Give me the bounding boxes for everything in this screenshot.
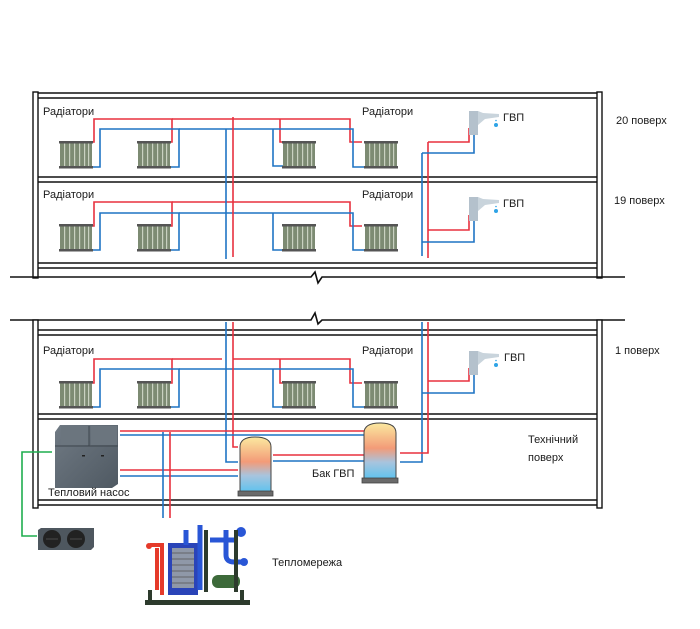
label-radiators-f1-left: Радіатори [43, 345, 94, 357]
radiator [59, 224, 93, 252]
floor-19-heating [59, 201, 398, 252]
left-column [32, 91, 39, 279]
faucet-icon [469, 111, 499, 135]
radiator [282, 224, 316, 252]
dhw-return-riser-lower [400, 322, 423, 463]
radiator [364, 141, 398, 169]
radiator [282, 381, 316, 409]
dhw-supply-riser-lower [400, 322, 429, 454]
dhw-tank [361, 422, 399, 484]
radiator [282, 141, 316, 169]
heat-substation-icon [145, 525, 250, 605]
heating-supply-riser-lower [232, 322, 238, 448]
dry-cooler [38, 528, 94, 550]
label-dhw-f1: ГВП [504, 352, 525, 364]
heating-return-riser-lower [225, 322, 238, 463]
floor-label-tech-line2: поверх [528, 452, 564, 464]
right-column-lower [596, 319, 603, 509]
label-dhw-f20: ГВП [503, 112, 524, 124]
faucet-icon [469, 197, 499, 221]
label-dhw-f19: ГВП [503, 198, 524, 210]
label-radiators-f19-left: Радіатори [43, 189, 94, 201]
radiator [137, 381, 171, 409]
label-radiators-f19-right: Радіатори [362, 189, 413, 201]
label-dhw-tank: Бак ГВП [312, 468, 354, 480]
heat-pump [55, 425, 118, 488]
radiator [137, 141, 171, 169]
floor-20-heating [59, 118, 398, 169]
break-line-upper [10, 270, 625, 285]
glycol-loop [21, 451, 52, 537]
faucet-icon [469, 351, 499, 375]
floor-label-19: 19 поверх [614, 195, 665, 207]
radiator [59, 381, 93, 409]
right-column [596, 91, 603, 279]
floor-1-heating [59, 358, 398, 409]
lower-building-block [10, 310, 625, 509]
radiator [364, 224, 398, 252]
label-heat-pump: Тепловий насос [48, 487, 130, 499]
upper-building-block [10, 91, 625, 285]
label-heat-network: Тепломережа [272, 557, 343, 569]
radiator [364, 381, 398, 409]
label-radiators-f20-right: Радіатори [362, 106, 413, 118]
radiator [137, 224, 171, 252]
label-radiators-f1-right: Радіатори [362, 345, 413, 357]
left-column-lower [32, 319, 39, 509]
floor-label-tech-line1: Технічний [528, 434, 578, 446]
radiator [59, 141, 93, 169]
label-radiators-f20-left: Радіатори [43, 106, 94, 118]
floor-label-1: 1 поверх [615, 345, 660, 357]
buffer-tank [237, 436, 274, 497]
break-line-lower [10, 310, 625, 326]
floor-label-20: 20 поверх [616, 115, 667, 127]
